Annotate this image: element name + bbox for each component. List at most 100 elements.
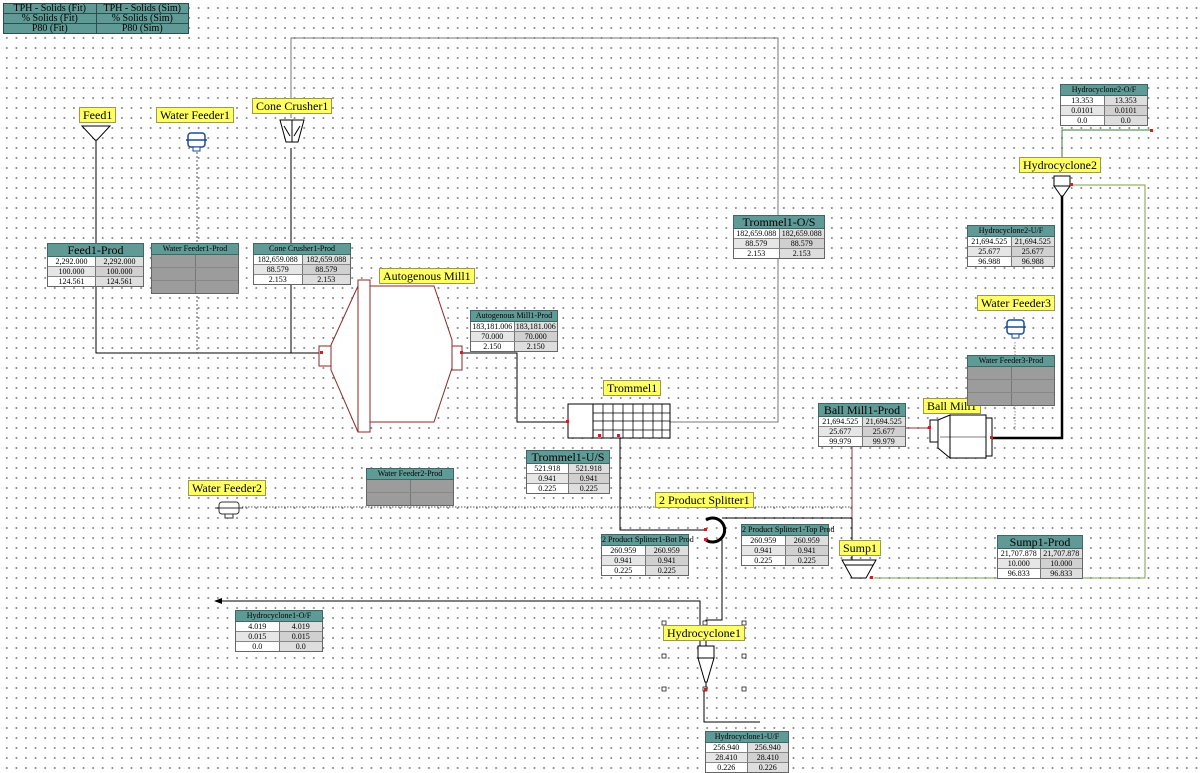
hydrocyclone1-icon[interactable] xyxy=(697,645,715,690)
water-feeder2-pump-icon[interactable] xyxy=(215,501,243,519)
table-cell: 96.833 xyxy=(1040,569,1082,578)
table-title: 2 Product Splitter1-Bot Prod xyxy=(601,534,694,546)
splitter1-label[interactable]: 2 Product Splitter1 xyxy=(655,492,754,508)
table-title: Hydrocyclone1-U/F xyxy=(705,731,789,743)
table-cell: 2.150 xyxy=(514,342,557,351)
table-title: Hydrocyclone2-U/F xyxy=(967,225,1055,237)
table-cell: 183,181.006 xyxy=(514,322,557,331)
table-title: Cone Crusher1-Prod xyxy=(253,243,351,255)
table-cell xyxy=(1011,367,1054,379)
stream-hydrocyclone2-uf[interactable] xyxy=(992,195,1064,440)
table-cell xyxy=(195,281,238,293)
table-cell: 0.225 xyxy=(645,566,688,575)
stream-hydrocyclone1-uf[interactable] xyxy=(703,690,760,723)
table-cell: 88.579 xyxy=(779,239,824,248)
trommel1-label[interactable]: Trommel1 xyxy=(603,380,662,396)
water-feeder3-label[interactable]: Water Feeder3 xyxy=(977,295,1055,311)
table-cell: 2,292.000 xyxy=(96,257,143,266)
table-cell: 0.0101 xyxy=(1104,106,1147,115)
autogenous-mill1-label[interactable]: Autogenous Mill1 xyxy=(379,268,475,284)
stream-feed1[interactable] xyxy=(95,140,320,354)
water-feeder2-prod-table[interactable]: Water Feeder2-Prod xyxy=(366,468,454,506)
hydrocyclone2-icon[interactable] xyxy=(1053,175,1071,197)
table-cell xyxy=(195,255,238,267)
table-cell: 0.0101 xyxy=(1061,106,1105,115)
autogenous-mill1-icon[interactable] xyxy=(318,279,463,433)
table-cell: 70.000 xyxy=(514,332,557,341)
cone-crusher1-label[interactable]: Cone Crusher1 xyxy=(252,98,333,114)
table-cell: 260.959 xyxy=(602,546,646,555)
splitter1-icon[interactable] xyxy=(705,516,727,544)
table-cell: 13.353 xyxy=(1061,96,1105,105)
stream-trommel1-us[interactable] xyxy=(619,438,705,531)
table-cell: 0.226 xyxy=(706,763,748,772)
table-title: Hydrocyclone2-O/F xyxy=(1060,84,1148,96)
stream-ag-mill-prod[interactable] xyxy=(462,352,568,423)
table-title: Trommel1-U/S xyxy=(526,450,610,464)
table-title: Water Feeder1-Prod xyxy=(151,243,239,255)
water-feeder2-label[interactable]: Water Feeder2 xyxy=(188,480,266,496)
trommel1-icon[interactable] xyxy=(567,403,671,439)
cone-crusher1-icon[interactable] xyxy=(279,119,305,143)
sump1-icon[interactable] xyxy=(841,559,877,579)
ball-mill1-label[interactable]: Ball Mill1 xyxy=(923,398,981,414)
table-cell: 21,707.878 xyxy=(998,549,1041,558)
table-cell: 2.153 xyxy=(254,275,303,284)
table-cell: 0.941 xyxy=(742,546,786,555)
table-row xyxy=(152,268,238,281)
legend-cell: P80 (Fit) xyxy=(4,24,97,34)
water-feeder1-prod-table[interactable]: Water Feeder1-Prod xyxy=(151,243,239,294)
feed1-label[interactable]: Feed1 xyxy=(79,107,117,123)
table-cell xyxy=(968,380,1012,392)
table-cell: 0.941 xyxy=(602,556,646,565)
sump1-label[interactable]: Sump1 xyxy=(839,540,882,556)
stream-trommel1-os[interactable] xyxy=(290,37,779,423)
water-feeder3-pump-icon[interactable] xyxy=(1005,319,1026,339)
hydrocyclone1-label[interactable]: Hydrocyclone1 xyxy=(663,625,745,641)
water-feeder1-pump-icon[interactable] xyxy=(186,132,207,152)
table-cell: 21,694.525 xyxy=(819,417,863,426)
water-feeder1-label[interactable]: Water Feeder1 xyxy=(156,107,234,123)
water-feeder3-prod-table[interactable]: Water Feeder3-Prod xyxy=(967,355,1055,406)
table-cell: 124.561 xyxy=(96,277,143,286)
hydrocyclone2-label[interactable]: Hydrocyclone2 xyxy=(1019,157,1101,173)
feed1-hopper-icon[interactable] xyxy=(80,125,112,141)
table-cell: 96.833 xyxy=(998,569,1041,578)
legend-row: TPH - Solids (Fit) TPH - Solids (Sim) xyxy=(4,4,188,14)
table-cell xyxy=(1011,393,1054,405)
legend-cell: % Solids (Fit) xyxy=(4,14,97,24)
ball-mill1-icon[interactable] xyxy=(929,414,993,460)
